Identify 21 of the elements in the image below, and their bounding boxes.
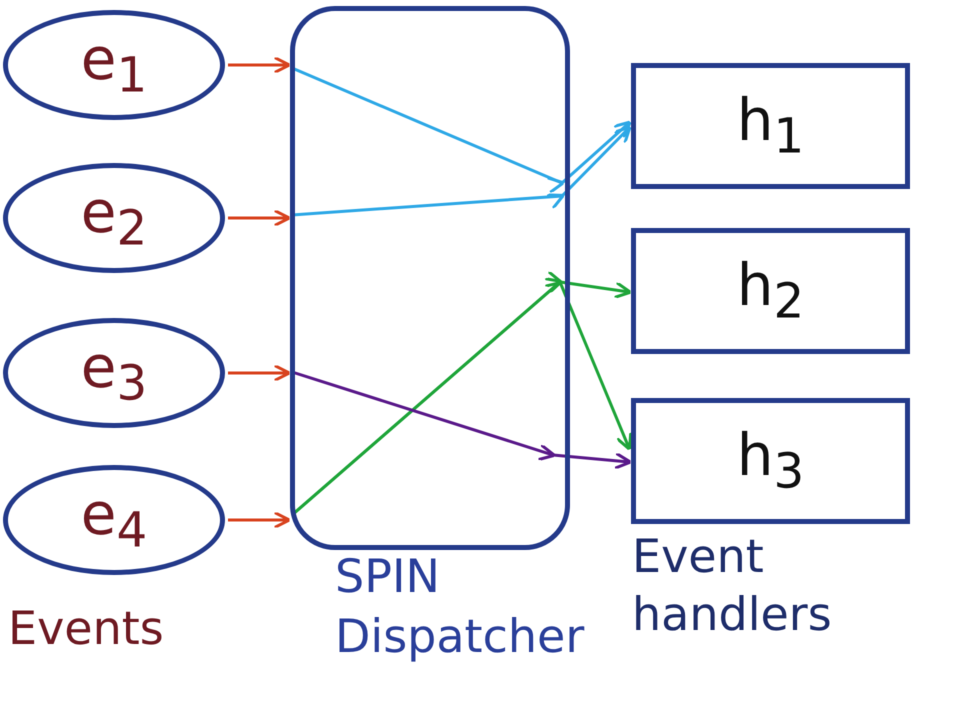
- handler-label: h$_{2}$: [736, 256, 804, 326]
- dispatcher-label: SPIN Dispatcher: [335, 548, 586, 665]
- handler-box: [631, 398, 910, 524]
- handler-box: [631, 228, 910, 354]
- handler-label: h$_{3}$: [736, 426, 804, 496]
- group-label: Event handlers: [632, 528, 833, 642]
- event-ellipse: [3, 465, 225, 575]
- event-label: e$_{3}$: [80, 338, 148, 408]
- arrow: [228, 364, 291, 382]
- group-label: Events: [8, 600, 165, 657]
- arrow: [228, 511, 291, 529]
- event-label: e$_{1}$: [80, 30, 148, 100]
- handler-label: h$_{1}$: [736, 91, 804, 161]
- event-ellipse: [3, 318, 225, 428]
- arrow: [228, 209, 291, 227]
- event-label: e$_{2}$: [80, 183, 148, 253]
- event-ellipse: [3, 10, 225, 120]
- event-ellipse: [3, 163, 225, 273]
- arrow: [228, 56, 291, 74]
- event-label: e$_{4}$: [80, 485, 148, 555]
- handler-box: [631, 63, 910, 189]
